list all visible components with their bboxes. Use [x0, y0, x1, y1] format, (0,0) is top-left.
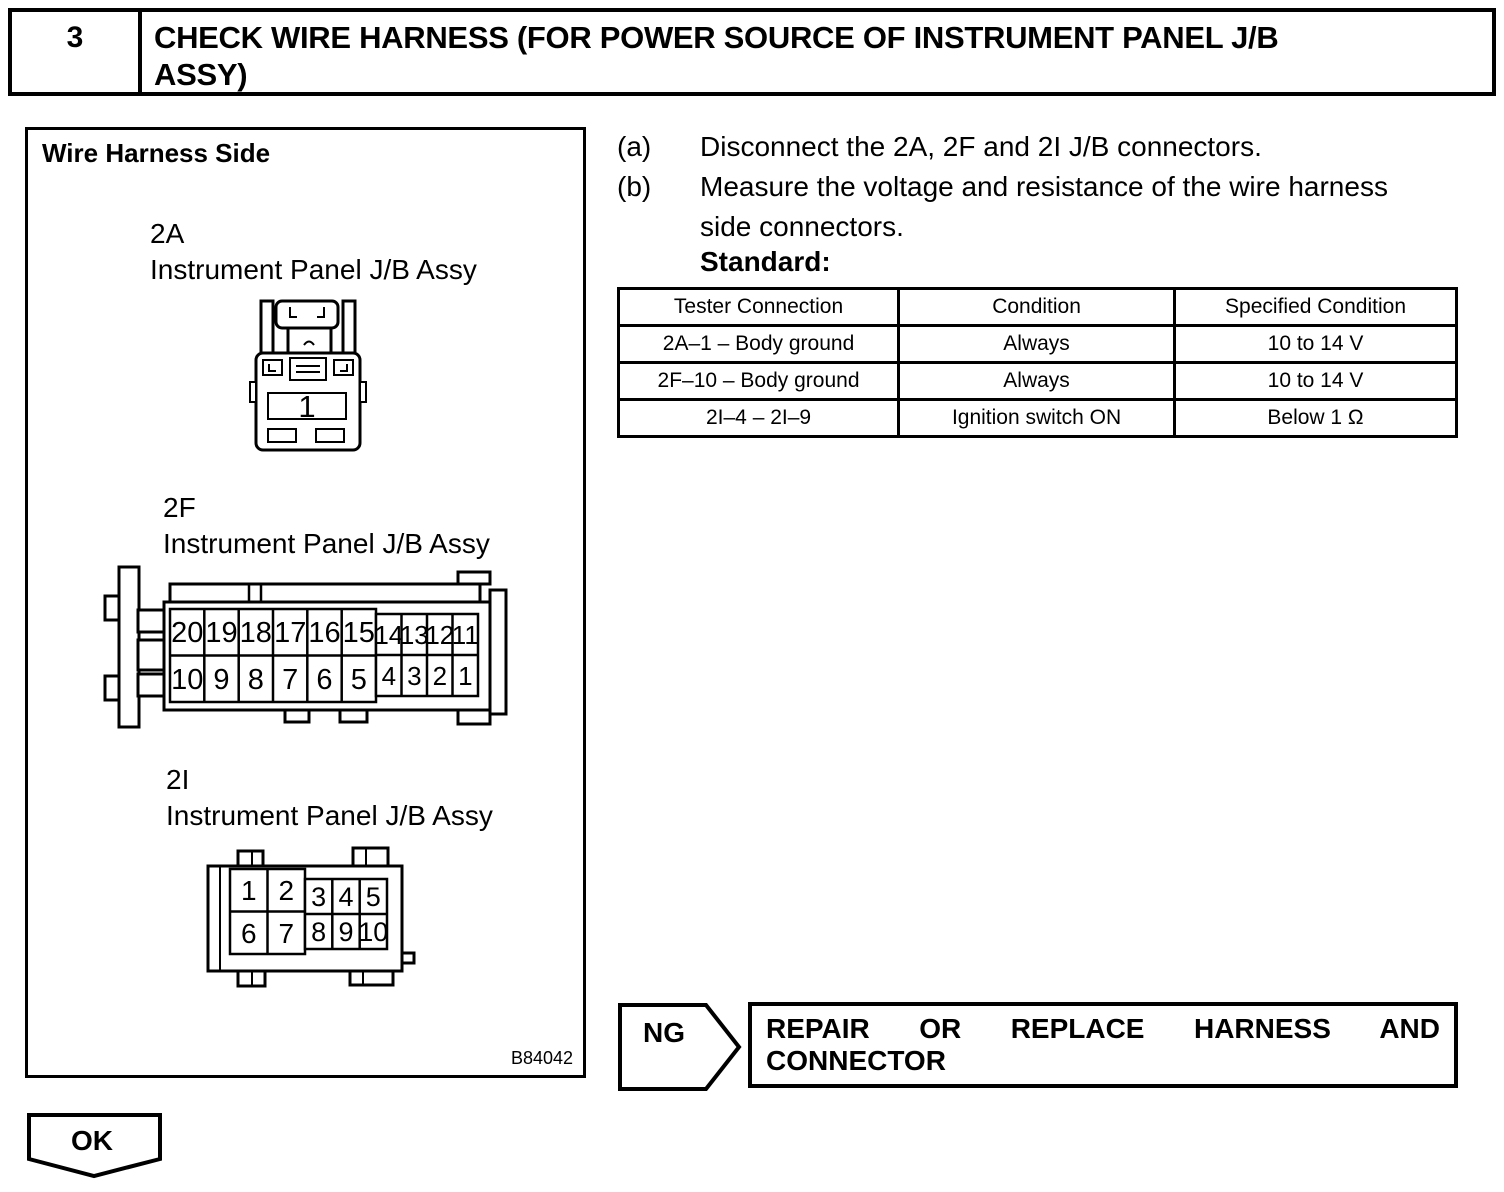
connector-2f-pin-19: 19: [205, 617, 237, 649]
connector-2f-pin-10: 10: [171, 664, 203, 696]
standard-table: Tester Connection Condition Specified Co…: [616, 287, 1458, 438]
step-title-line2: ASSY): [154, 57, 248, 92]
step-number: 3: [12, 12, 142, 92]
step-title-line1: CHECK WIRE HARNESS (FOR POWER SOURCE OF …: [154, 20, 1279, 55]
ng-flag: NG: [618, 1003, 742, 1091]
step-b-line2: side connectors.: [700, 211, 904, 242]
col-header-condition: Condition: [897, 287, 1177, 327]
connector-2i-pin-5: 5: [366, 882, 381, 912]
connector-2f-pin-1: 1: [458, 661, 472, 691]
col-header-specified-condition: Specified Condition: [1173, 287, 1458, 327]
cell-tester-connection: 2I–4 – 2I–9: [616, 398, 901, 438]
connector-2i-code: 2I: [166, 764, 190, 795]
step-header: 3 CHECK WIRE HARNESS (FOR POWER SOURCE O…: [8, 8, 1496, 96]
connector-2i-pin-2: 2: [279, 875, 295, 906]
connector-2f-name: Instrument Panel J/B Assy: [163, 528, 490, 559]
connector-2f-code: 2F: [163, 492, 196, 523]
connector-2a-name: Instrument Panel J/B Assy: [150, 254, 477, 285]
connector-2i-name: Instrument Panel J/B Assy: [166, 800, 493, 831]
step-b-line1: Measure the voltage and resistance of th…: [700, 171, 1388, 202]
connector-2i-pin-9: 9: [338, 917, 353, 947]
step-b-text: Measure the voltage and resistance of th…: [700, 167, 1388, 247]
step-a-text: Disconnect the 2A, 2F and 2I J/B connect…: [700, 131, 1262, 162]
step-a-label: (a): [617, 131, 652, 162]
ng-label: NG: [643, 1017, 685, 1048]
connector-2f-pin-3: 3: [407, 661, 421, 691]
connector-2i-pin-8: 8: [311, 917, 326, 947]
connector-2f-pin-5: 5: [351, 664, 367, 696]
ok-banner-shape: [27, 1113, 162, 1179]
connector-2i-diagram: 1 2 6 7 3 4 5 8 9 10: [206, 846, 416, 988]
figure-id: B84042: [510, 1048, 573, 1068]
connector-2a-code: 2A: [150, 218, 185, 249]
connector-2f-pin-4: 4: [382, 661, 396, 691]
cell-specified-condition: Below 1 Ω: [1173, 398, 1458, 438]
connector-2i-pin-7: 7: [279, 918, 295, 949]
wire-harness-figure: Wire Harness Side 2A Instrument Panel J/…: [25, 127, 586, 1078]
table-row: 2F–10 – Body ground Always 10 to 14 V: [616, 361, 1458, 401]
ok-label: OK: [71, 1125, 113, 1156]
connector-2f-pin-6: 6: [316, 664, 332, 696]
connector-2f-pin-14: 14: [374, 620, 403, 650]
connector-2f-pin-20: 20: [171, 617, 203, 649]
procedure-step-b: (b) Measure the voltage and resistance o…: [617, 167, 1477, 247]
connector-2a-pin-1: 1: [298, 389, 315, 424]
connector-2f-pin-17: 17: [274, 617, 306, 649]
connector-2i-pin-1: 1: [241, 875, 257, 906]
table-row: 2A–1 – Body ground Always 10 to 14 V: [616, 324, 1458, 364]
connector-2f-pin-2: 2: [433, 661, 447, 691]
connector-2f-pin-15: 15: [343, 617, 375, 649]
connector-2f-pin-9: 9: [213, 664, 229, 696]
ng-action-box: REPAIR OR REPLACE HARNESS AND CONNECTOR: [748, 1002, 1458, 1088]
standard-label: Standard:: [700, 246, 831, 277]
connector-2f-pin-11: 11: [452, 620, 479, 650]
cell-specified-condition: 10 to 14 V: [1173, 361, 1458, 401]
figure-title: Wire Harness Side: [42, 138, 271, 168]
connector-2i-pin-6: 6: [241, 918, 257, 949]
connector-2i-pin-3: 3: [311, 882, 326, 912]
cell-condition: Always: [897, 324, 1177, 364]
ng-action-line2: CONNECTOR: [766, 1045, 946, 1076]
connector-2f-diagram: 20 19 18 17 16 15 10 9 8 7 6 5 14 13 12 …: [103, 565, 508, 729]
ng-action-line1: REPAIR OR REPLACE HARNESS AND: [766, 1013, 1440, 1044]
connector-2f-pin-16: 16: [308, 617, 340, 649]
connector-2f-label: 2F Instrument Panel J/B Assy: [163, 490, 490, 562]
cell-condition: Always: [897, 361, 1177, 401]
connector-2i-pin-10: 10: [358, 917, 388, 947]
step-title: CHECK WIRE HARNESS (FOR POWER SOURCE OF …: [142, 12, 1492, 92]
table-header-row: Tester Connection Condition Specified Co…: [616, 287, 1458, 327]
cell-condition: Ignition switch ON: [897, 398, 1177, 438]
connector-2f-pin-7: 7: [282, 664, 298, 696]
ng-arrow-shape: [618, 1003, 742, 1091]
col-header-tester-connection: Tester Connection: [616, 287, 901, 327]
connector-2f-pin-12: 12: [425, 620, 454, 650]
step-b-label: (b): [617, 171, 652, 202]
connector-2i-pin-4: 4: [338, 882, 353, 912]
cell-specified-condition: 10 to 14 V: [1173, 324, 1458, 364]
connector-2a-diagram: 1: [249, 299, 367, 452]
cell-tester-connection: 2A–1 – Body ground: [616, 324, 901, 364]
procedure-step-a: (a) Disconnect the 2A, 2F and 2I J/B con…: [617, 127, 1477, 167]
cell-tester-connection: 2F–10 – Body ground: [616, 361, 901, 401]
ok-flag: OK: [27, 1113, 162, 1179]
connector-2f-pin-18: 18: [240, 617, 272, 649]
connector-2a-label: 2A Instrument Panel J/B Assy: [150, 216, 477, 288]
table-row: 2I–4 – 2I–9 Ignition switch ON Below 1 Ω: [616, 398, 1458, 438]
connector-2f-pin-8: 8: [248, 664, 264, 696]
connector-2f-pin-13: 13: [400, 620, 429, 650]
connector-2i-label: 2I Instrument Panel J/B Assy: [166, 762, 493, 834]
